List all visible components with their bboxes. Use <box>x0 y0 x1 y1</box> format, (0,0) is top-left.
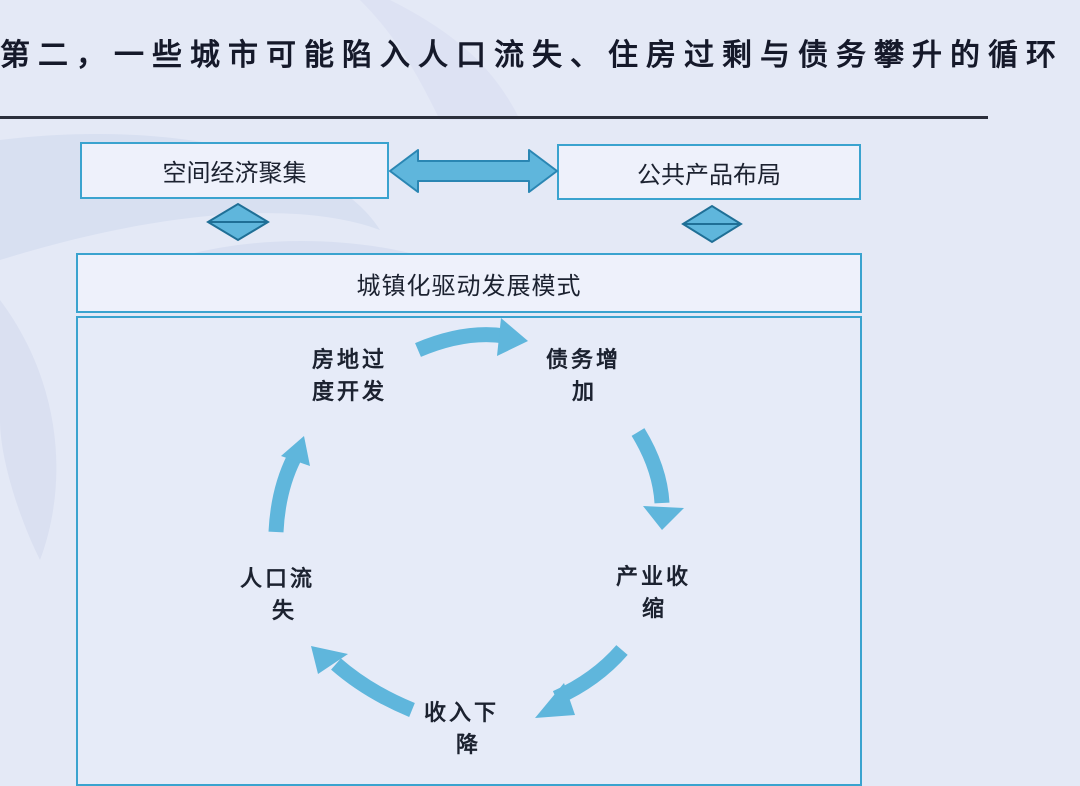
diagram-arrows <box>206 149 743 718</box>
node-line: 加 <box>572 379 598 405</box>
diamond-connector-right-icon <box>681 204 743 244</box>
cycle-node-income-decline: 收入下 降 <box>424 697 499 761</box>
box-spatial-economic-agglomeration: 空间经济聚集 <box>80 142 389 199</box>
double-arrow-icon <box>389 149 558 193</box>
slide-title: 第二，一些城市可能陷入人口流失、住房过剩与债务攀升的循环 <box>0 38 1064 73</box>
box-public-goods-layout: 公共产品布局 <box>557 144 861 200</box>
node-line: 债务增 <box>546 347 622 373</box>
cycle-arrow-2-icon <box>631 428 684 530</box>
cycle-node-population-loss: 人口流 失 <box>240 563 315 627</box>
mode-label: 城镇化驱动发展模式 <box>356 271 582 300</box>
title-divider <box>0 116 988 119</box>
cycle-arrow-1-icon <box>415 318 528 357</box>
cycle-panel <box>76 316 862 786</box>
node-line: 缩 <box>642 596 668 622</box>
node-line: 失 <box>272 598 298 624</box>
cycle-arrow-3-icon <box>535 645 628 718</box>
node-line: 房地过 <box>312 347 388 373</box>
box-right-label: 公共产品布局 <box>637 160 781 189</box>
node-line: 降 <box>456 732 482 758</box>
cycle-node-industry-shrink: 产业收 缩 <box>616 561 691 625</box>
node-line: 度开发 <box>312 379 388 405</box>
cycle-arrow-4-icon <box>311 646 415 717</box>
node-line: 收入下 <box>424 700 500 726</box>
box-left-label: 空间经济聚集 <box>162 159 307 187</box>
node-line: 产业收 <box>616 564 692 590</box>
cycle-arrow-5-icon <box>268 436 310 533</box>
node-line: 人口流 <box>240 566 316 592</box>
diamond-connector-left-icon <box>206 202 270 242</box>
box-urbanization-driven-model: 城镇化驱动发展模式 <box>76 253 862 313</box>
cycle-node-real-estate: 房地过 度开发 <box>312 344 387 408</box>
cycle-node-debt-increase: 债务增 加 <box>546 344 621 408</box>
